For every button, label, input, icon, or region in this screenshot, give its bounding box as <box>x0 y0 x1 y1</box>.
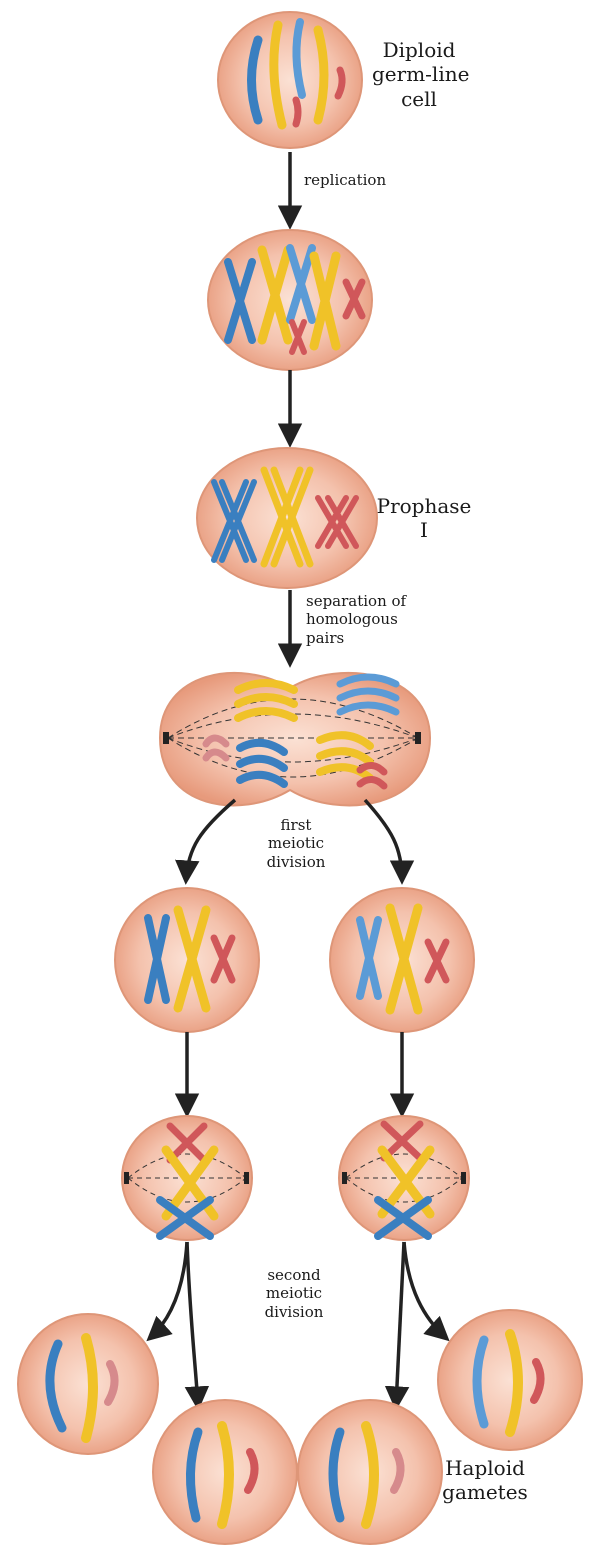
metaphase-ii-left <box>122 1116 252 1240</box>
label-second-meiotic-division: second meiotic division <box>254 1266 334 1321</box>
label-line: pairs <box>306 629 406 647</box>
label-line: cell <box>372 87 466 111</box>
label-line: I <box>372 518 476 542</box>
label-line: division <box>256 853 336 871</box>
replicated-cell <box>208 230 372 370</box>
gamete-1 <box>18 1314 158 1454</box>
label-line: gametes <box>440 1480 530 1504</box>
label-line: germ-line <box>372 62 466 86</box>
prophase-cell <box>197 448 377 588</box>
label-separation-of-homologous-pairs: separation of homologous pairs <box>306 592 406 647</box>
label-line: Haploid <box>440 1456 530 1480</box>
label-prophase-i: Prophase I <box>372 494 476 543</box>
arrow-second-division-1 <box>150 1242 187 1338</box>
label-replication: replication <box>304 171 386 189</box>
label-line: Diploid <box>372 38 466 62</box>
daughter-cell-left <box>115 888 259 1032</box>
metaphase-ii-right <box>339 1116 469 1240</box>
daughter-cell-right <box>330 888 474 1032</box>
arrow-first-division-left <box>186 800 235 880</box>
dividing-cell <box>160 673 430 805</box>
label-line: meiotic <box>254 1284 334 1302</box>
label-first-meiotic-division: first meiotic division <box>256 816 336 871</box>
label-line: division <box>254 1303 334 1321</box>
arrow-second-division-2 <box>187 1242 198 1406</box>
arrow-first-division-right <box>365 800 402 880</box>
label-line: first <box>256 816 336 834</box>
label-line: replication <box>304 171 386 189</box>
gamete-4 <box>438 1310 582 1450</box>
arrow-second-division-3 <box>396 1242 404 1406</box>
label-line: Prophase <box>372 494 476 518</box>
label-line: homologous <box>306 610 406 628</box>
label-haploid-gametes: Haploid gametes <box>440 1456 530 1505</box>
diploid-cell <box>218 12 362 148</box>
label-diploid-germ-line-cell: Diploid germ-line cell <box>372 38 466 111</box>
arrow-second-division-4 <box>404 1242 446 1338</box>
gamete-3 <box>298 1400 442 1544</box>
gamete-2 <box>153 1400 297 1544</box>
label-line: meiotic <box>256 834 336 852</box>
label-line: separation of <box>306 592 406 610</box>
label-line: second <box>254 1266 334 1284</box>
